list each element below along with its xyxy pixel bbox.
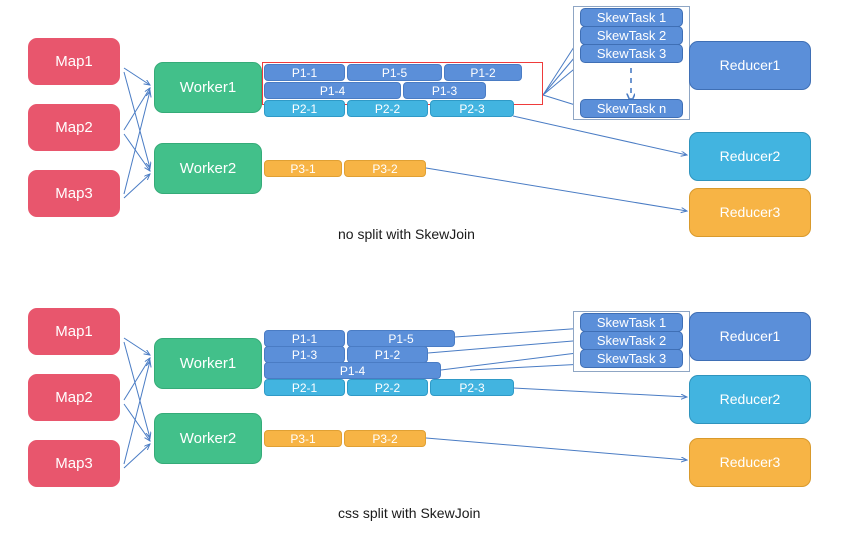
partition-chip[interactable]: P3-2 — [344, 430, 426, 447]
partition-chip[interactable]: P3-1 — [264, 430, 342, 447]
partition-chip[interactable]: P3-2 — [344, 160, 426, 177]
map-node-2[interactable]: Map2 — [28, 104, 120, 151]
map-node-2[interactable]: Map2 — [28, 374, 120, 421]
map-node-3[interactable]: Map3 — [28, 440, 120, 487]
map-node-1[interactable]: Map1 — [28, 308, 120, 355]
partition-chip[interactable]: P2-1 — [264, 100, 345, 117]
partition-chip[interactable]: P2-1 — [264, 379, 345, 396]
skew-task[interactable]: SkewTask 3 — [580, 44, 683, 63]
map-node-1[interactable]: Map1 — [28, 38, 120, 85]
partition-chip[interactable]: P1-2 — [347, 346, 428, 363]
partition-chip[interactable]: P1-4 — [264, 82, 401, 99]
partition-chip[interactable]: P3-1 — [264, 160, 342, 177]
reducer-node-2[interactable]: Reducer2 — [689, 132, 811, 181]
partition-chip[interactable]: P1-3 — [403, 82, 486, 99]
reducer-node-1[interactable]: Reducer1 — [689, 41, 811, 90]
worker-node-2[interactable]: Worker2 — [154, 143, 262, 194]
partition-chip[interactable]: P2-3 — [430, 379, 514, 396]
worker-node-2[interactable]: Worker2 — [154, 413, 262, 464]
partition-chip[interactable]: P1-1 — [264, 64, 345, 81]
reducer-node-2[interactable]: Reducer2 — [689, 375, 811, 424]
reducer-node-1[interactable]: Reducer1 — [689, 312, 811, 361]
diagram-caption-bottom: css split with SkewJoin — [338, 505, 481, 521]
skew-task[interactable]: SkewTask 2 — [580, 26, 683, 45]
partition-chip[interactable]: P1-4 — [264, 362, 441, 379]
worker-node-1[interactable]: Worker1 — [154, 62, 262, 113]
partition-chip[interactable]: P2-3 — [430, 100, 514, 117]
reducer-node-3[interactable]: Reducer3 — [689, 438, 811, 487]
reducer-node-3[interactable]: Reducer3 — [689, 188, 811, 237]
partition-chip[interactable]: P1-2 — [444, 64, 522, 81]
worker-node-1[interactable]: Worker1 — [154, 338, 262, 389]
skew-task[interactable]: SkewTask 1 — [580, 8, 683, 27]
partition-chip[interactable]: P2-2 — [347, 379, 428, 396]
skew-task[interactable]: SkewTask 3 — [580, 349, 683, 368]
diagram-caption-top: no split with SkewJoin — [338, 226, 475, 242]
skew-task[interactable]: SkewTask n — [580, 99, 683, 118]
map-node-3[interactable]: Map3 — [28, 170, 120, 217]
partition-chip[interactable]: P1-1 — [264, 330, 345, 347]
partition-chip[interactable]: P1-3 — [264, 346, 345, 363]
partition-chip[interactable]: P1-5 — [347, 64, 442, 81]
partition-chip[interactable]: P1-5 — [347, 330, 455, 347]
skew-task[interactable]: SkewTask 2 — [580, 331, 683, 350]
skew-task[interactable]: SkewTask 1 — [580, 313, 683, 332]
partition-chip[interactable]: P2-2 — [347, 100, 428, 117]
